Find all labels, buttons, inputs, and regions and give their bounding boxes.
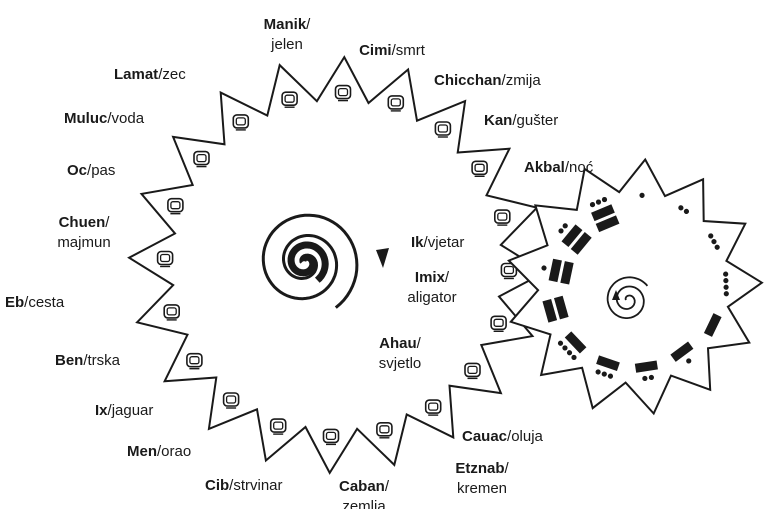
day-glyph-cib-icon: [224, 393, 239, 408]
day-meaning: pas: [91, 162, 115, 179]
day-meaning: oluja: [511, 428, 543, 445]
day-label-chicchan: Chicchan/zmija: [434, 72, 541, 89]
day-name: Ik: [411, 234, 424, 251]
day-name: Oc: [67, 162, 87, 179]
day-glyph-manik-icon: [388, 96, 403, 111]
day-name: Lamat: [114, 66, 158, 83]
day-label-etznab: Etznab/ kremen: [455, 460, 509, 497]
day-label-oc: Oc/pas: [67, 162, 115, 179]
day-name: Eb: [5, 294, 24, 311]
day-separator: /: [306, 16, 311, 33]
day-name: Cimi: [359, 42, 392, 59]
day-glyph-ix-icon: [164, 305, 179, 320]
day-glyph-imix-icon: [465, 363, 480, 378]
day-glyph-chicchan-icon: [472, 161, 487, 176]
day-label-ik: Ik/vjetar: [411, 234, 464, 251]
day-label-ix: Ix/jaguar: [95, 402, 153, 419]
day-label-caban: Caban/ zemlja: [339, 478, 390, 509]
day-meaning: smrt: [396, 42, 426, 59]
day-separator: /: [105, 214, 110, 231]
day-name: Imix: [415, 269, 446, 286]
day-glyph-ahau-icon: [426, 400, 441, 415]
day-meaning: cesta: [28, 294, 65, 311]
day-name: Chuen: [59, 214, 106, 231]
day-meaning: vjetar: [428, 234, 465, 251]
day-name: Muluc: [64, 110, 107, 127]
day-glyph-lamat-icon: [336, 86, 351, 101]
day-meaning: aligator: [407, 289, 456, 306]
day-glyph-ik-icon: [491, 316, 506, 331]
day-name: Ix: [95, 402, 108, 419]
day-meaning: kremen: [457, 480, 507, 497]
day-name: Manik: [264, 16, 307, 33]
day-glyph-men-icon: [187, 354, 202, 369]
day-meaning: zec: [162, 66, 186, 83]
day-glyph-caban-icon: [271, 419, 286, 434]
day-glyph-cimi-icon: [435, 122, 450, 137]
day-glyph-eb-icon: [168, 199, 183, 214]
day-meaning: majmun: [57, 234, 110, 251]
day-glyph-kan-icon: [495, 210, 510, 225]
day-meaning: jaguar: [111, 402, 154, 419]
day-meaning: trska: [88, 352, 121, 369]
day-glyph-muluc-icon: [282, 92, 297, 107]
day-name: Cib: [205, 477, 229, 494]
day-separator: /: [505, 460, 510, 477]
day-name: Chicchan: [434, 72, 502, 89]
day-meaning: strvinar: [233, 477, 282, 494]
day-name: Kan: [484, 112, 512, 129]
day-label-manik: Manik/jelen: [264, 16, 312, 53]
day-label-eb: Eb/cesta: [5, 294, 65, 311]
day-name: Ben: [55, 352, 83, 369]
day-name: Caban: [339, 478, 385, 495]
day-label-cauac: Cauac/oluja: [462, 428, 544, 445]
day-label-lamat: Lamat/zec: [114, 66, 186, 83]
day-name: Cauac: [462, 428, 507, 445]
day-glyph-ben-icon: [158, 252, 173, 267]
day-meaning: voda: [112, 110, 145, 127]
day-meaning: gušter: [517, 112, 559, 129]
day-label-muluc: Muluc/voda: [64, 110, 145, 127]
day-name: Etznab: [455, 460, 504, 477]
day-name: Men: [127, 443, 157, 460]
day-meaning: zmija: [506, 72, 542, 89]
day-glyph-chuen-icon: [194, 152, 209, 167]
day-meaning: zemlja: [342, 498, 386, 509]
day-glyph-oc-icon: [233, 115, 248, 130]
day-name: Ahau: [379, 335, 417, 352]
day-separator: /: [385, 478, 390, 495]
day-meaning: svjetlo: [379, 355, 422, 372]
day-glyph-etznab-icon: [324, 429, 339, 444]
day-label-cib: Cib/strvinar: [205, 477, 283, 494]
day-glyph-cauac-icon: [377, 423, 392, 438]
day-label-ben: Ben/trska: [55, 352, 121, 369]
day-label-men: Men/orao: [127, 443, 191, 460]
day-label-chuen: Chuen/ majmun: [57, 214, 110, 251]
day-label-kan: Kan/gušter: [484, 112, 558, 129]
day-meaning: orao: [161, 443, 191, 460]
day-name: Akbal: [524, 159, 565, 176]
day-meaning: jelen: [270, 36, 303, 53]
day-label-cimi: Cimi/smrt: [359, 42, 426, 59]
